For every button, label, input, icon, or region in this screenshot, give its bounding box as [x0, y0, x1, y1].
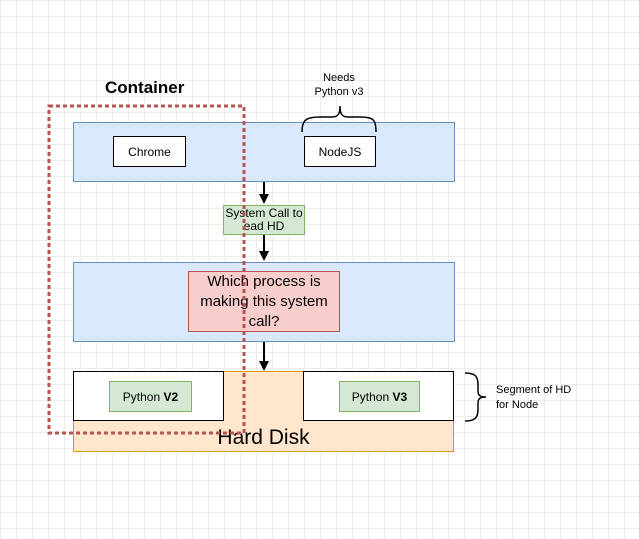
python-v2-version: V2 [163, 389, 179, 404]
nodejs-process-box: NodeJS [304, 136, 376, 167]
chrome-label: Chrome [128, 144, 171, 159]
segment-line-1: Segment of HD [496, 384, 572, 396]
question-line-3: call? [248, 312, 280, 330]
syscall-line-2: ead HD [243, 219, 285, 233]
note-line-2: Python v3 [314, 86, 364, 98]
python-v2-prefix: Python [122, 389, 164, 404]
hard-disk-label: Hard Disk [217, 426, 310, 449]
note-line-1: Needs [323, 72, 355, 84]
container-title: Container [105, 78, 185, 97]
system-call-box: System Call to ead HD [223, 205, 305, 235]
python-v2-box: Python V2 [109, 381, 192, 412]
process-question-box: Which process is making this system call… [188, 271, 340, 332]
segment-note: Segment of HD for Node [496, 383, 571, 413]
python-v3-version: V3 [392, 389, 408, 404]
segment-line-2: for Node [496, 399, 539, 411]
nodejs-label: NodeJS [318, 144, 362, 159]
question-line-1: Which process is [207, 272, 321, 290]
python-v3-box: Python V3 [339, 381, 420, 412]
chrome-process-box: Chrome [113, 136, 186, 167]
question-line-2: making this system [200, 292, 328, 310]
python-requirement-note: Needs Python v3 [300, 71, 378, 99]
right-curly-brace [464, 372, 487, 422]
python-v3-prefix: Python [351, 389, 393, 404]
